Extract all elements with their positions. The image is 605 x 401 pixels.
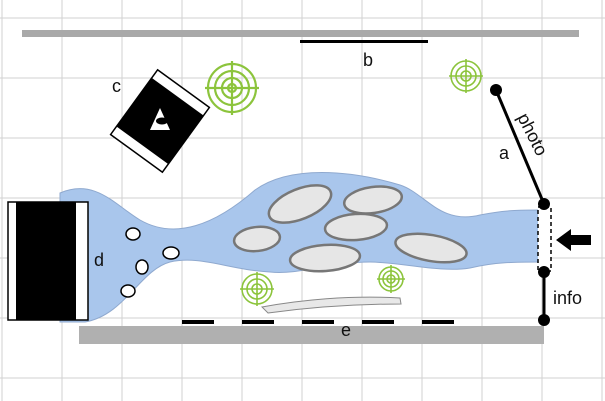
- target-icon: [240, 272, 274, 306]
- stone: [394, 232, 468, 264]
- block-d: [7, 201, 89, 321]
- stone: [232, 225, 282, 253]
- bottom-bar: [79, 326, 544, 344]
- eye-icon: [150, 108, 170, 130]
- stone: [267, 184, 333, 224]
- bottom-dashes: [182, 320, 454, 324]
- node: [538, 198, 550, 210]
- label-d: d: [94, 250, 104, 270]
- pebble: [162, 246, 180, 260]
- label-e: e: [341, 320, 351, 340]
- pebbles: [120, 227, 180, 298]
- label-a: a: [499, 143, 510, 163]
- pebble: [125, 227, 141, 241]
- node: [538, 266, 550, 278]
- stone: [288, 243, 362, 273]
- target-icon: [377, 265, 405, 293]
- stones: [232, 184, 468, 273]
- arrow-left-icon: [556, 229, 591, 251]
- sensor-window: [537, 206, 552, 272]
- target-icon: [205, 61, 259, 115]
- label-c: c: [112, 76, 121, 96]
- top-bar: [22, 30, 579, 37]
- pebble: [135, 259, 149, 275]
- label-b: b: [363, 50, 373, 70]
- stone: [323, 212, 389, 242]
- label-photo: photo: [513, 110, 551, 159]
- stone: [342, 185, 404, 215]
- pebble: [120, 284, 136, 298]
- camera-box-c: [109, 68, 211, 174]
- label-info: info: [553, 288, 582, 308]
- target-icon: [449, 59, 483, 93]
- top-bar-segment-b: [300, 40, 428, 43]
- fallen-log: [260, 296, 402, 314]
- node: [490, 84, 502, 96]
- cable-a: [494, 89, 546, 205]
- node: [538, 314, 550, 326]
